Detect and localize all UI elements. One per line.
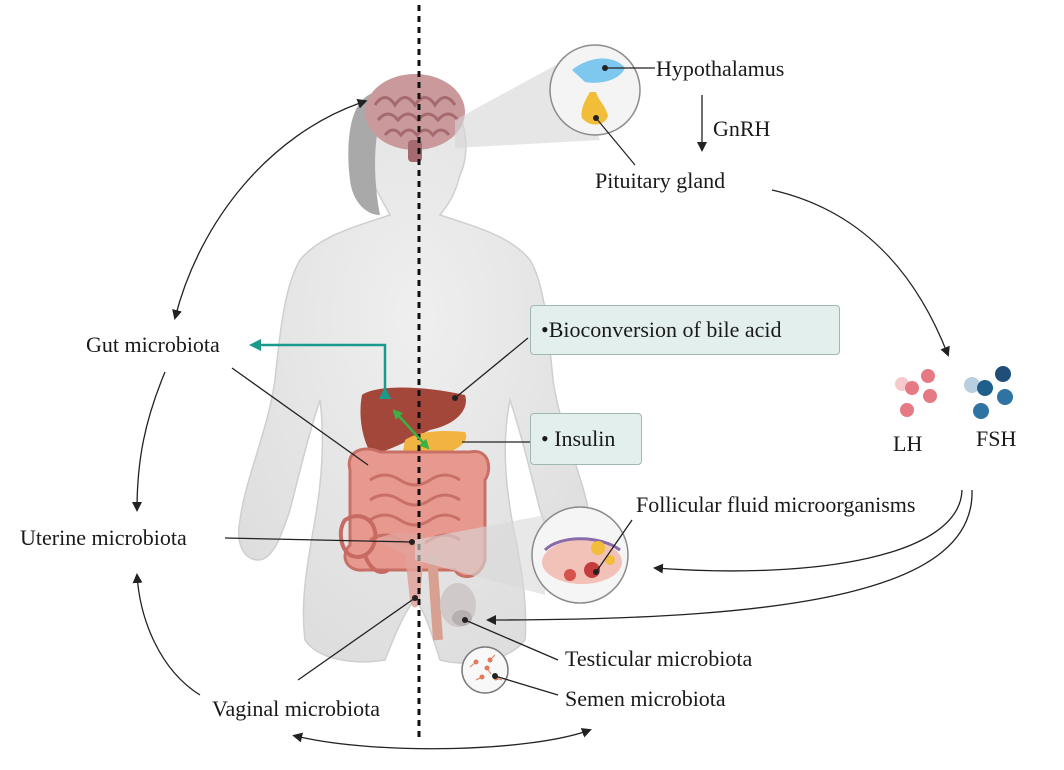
testicular-microbiota-label: Testicular microbiota	[565, 646, 753, 671]
lh-dots	[895, 369, 937, 417]
insulin-box: • Insulin	[530, 413, 642, 465]
uterine-pointer-line	[224, 537, 413, 543]
hypothalamus-label: Hypothalamus	[656, 56, 785, 81]
uterine-microbiota-label: Uterine microbiota	[20, 525, 187, 550]
pituitary-to-hormones-arrow	[771, 189, 950, 357]
zoom-cone-ovary	[415, 515, 545, 595]
vaginal-pointer-line	[297, 597, 416, 681]
semen-pointer-line	[494, 675, 559, 696]
gut-to-uterine-arrow	[132, 371, 166, 512]
vaginal-semen-arrow	[292, 728, 592, 750]
gut-liver-teal-arrow	[249, 339, 391, 399]
gut-microbiota-label: Gut microbiota	[86, 332, 220, 357]
brain-illustration	[365, 74, 465, 162]
bile-acid-box: •Bioconversion of bile acid	[530, 305, 840, 355]
bile-pointer-line	[454, 337, 529, 399]
hormones-to-ovary-arrow	[653, 489, 963, 574]
fsh-label: FSH	[976, 426, 1017, 451]
vaginal-to-uterine-arrow	[132, 573, 201, 696]
hormones-to-testis-arrow	[486, 489, 973, 625]
fsh-dots	[964, 366, 1013, 419]
gut-pointer-line	[231, 367, 369, 466]
gnrh-label: GnRH	[713, 116, 771, 141]
ovary-inset	[531, 506, 629, 604]
pituitary-pointer	[595, 117, 636, 166]
hypothalamus-inset	[549, 44, 641, 136]
follicular-label: Follicular fluid microorganisms	[636, 492, 916, 517]
brain-gut-arrow	[172, 98, 368, 320]
vaginal-microbiota-label: Vaginal microbiota	[212, 696, 381, 721]
follicular-pointer-line	[595, 519, 633, 573]
liver-pancreas-green-arrow	[392, 409, 430, 450]
uterus-illustration	[338, 514, 425, 608]
testicular-pointer-line	[464, 619, 559, 661]
pituitary-label: Pituitary gland	[595, 168, 726, 193]
semen-microbiota-label: Semen microbiota	[565, 686, 726, 711]
lh-label: LH	[893, 431, 923, 456]
semen-inset	[461, 646, 509, 694]
